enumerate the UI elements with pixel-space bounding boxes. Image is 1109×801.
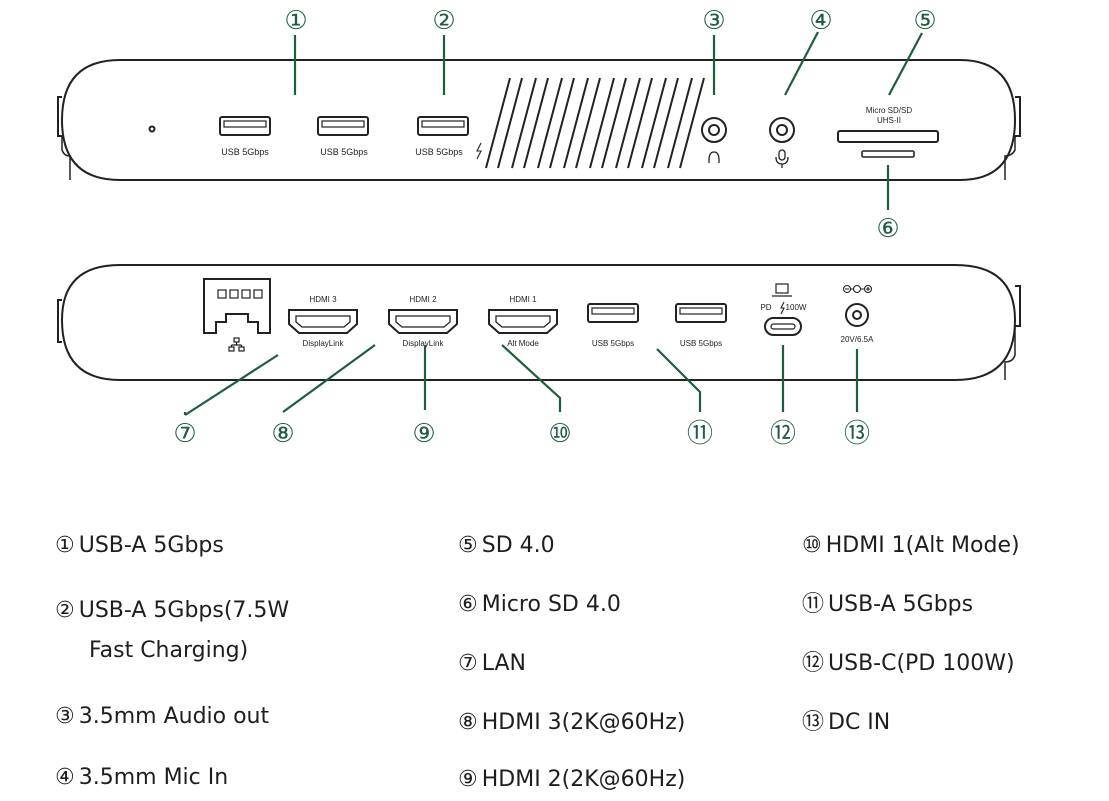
usb-port-1-label: USB 5Gbps — [221, 147, 269, 157]
hdmi2-bottom-label: DisplayLink — [403, 339, 445, 348]
headphone-icon — [708, 151, 720, 163]
hdmi1-top-label: HDMI 1 — [509, 295, 537, 304]
usb-a-port-4 — [587, 303, 639, 323]
dc-polarity-icon — [842, 284, 873, 294]
callout-11: ⑪ — [687, 419, 713, 449]
pd-lightning-icon — [780, 301, 785, 315]
legend-num: ⑧ — [458, 710, 478, 735]
lightning-icon — [476, 142, 482, 160]
legend-text: Micro SD 4.0 — [481, 592, 621, 617]
legend-num: ⑫ — [802, 651, 825, 676]
sd-label-line2: UHS-II — [877, 116, 901, 125]
legend-text: DC IN — [828, 710, 891, 735]
callout-7: ⑦ — [173, 419, 196, 449]
callout-13: ⑬ — [844, 419, 870, 449]
usb-port-2-label: USB 5Gbps — [320, 147, 368, 157]
micro-sd-slot — [861, 150, 915, 158]
legend-num: ⑦ — [458, 651, 478, 676]
legend-text: 3.5mm Audio out — [78, 704, 270, 729]
legend-text: LAN — [481, 651, 527, 676]
legend-text: USB-A 5Gbps — [828, 592, 974, 617]
front-panel — [57, 59, 1021, 181]
sd-card-slot — [837, 130, 939, 143]
usb-a-port-3 — [417, 116, 469, 136]
legend-num: ③ — [55, 704, 75, 729]
legend-text: USB-C(PD 100W) — [828, 651, 1015, 676]
legend-num: ⑪ — [802, 592, 825, 617]
usb-port-3-label: USB 5Gbps — [415, 147, 463, 157]
port-diagram: USB 5Gbps USB 5Gbps USB 5Gbps Micro SD/S… — [57, 6, 1021, 449]
audio-out-jack — [701, 117, 727, 143]
hdmi-3-port — [288, 309, 358, 334]
callout-10: ⑩ — [548, 419, 571, 449]
legend-num: ② — [55, 598, 75, 623]
usb-a-port-1 — [219, 116, 271, 136]
hdmi3-bottom-label: DisplayLink — [303, 339, 345, 348]
legend-num: ④ — [55, 765, 75, 790]
ethernet-port — [203, 278, 271, 334]
laptop-icon — [772, 283, 792, 297]
legend-text: HDMI 3(2K@60Hz) — [481, 710, 686, 735]
usb-c-port — [764, 317, 802, 336]
indicator-led — [148, 125, 156, 133]
callout-2: ② — [432, 6, 455, 36]
callout-5: ⑤ — [913, 6, 936, 36]
legend-text: HDMI 2(2K@60Hz) — [481, 767, 686, 792]
pd-watts-label: 100W — [786, 303, 807, 312]
callout-3: ③ — [702, 6, 725, 36]
mic-icon — [775, 149, 789, 168]
legend-num: ⑨ — [458, 767, 478, 792]
leader-lines — [183, 31, 923, 416]
legend-num: ⑥ — [458, 592, 478, 617]
callout-8: ⑧ — [271, 419, 294, 449]
back-panel — [57, 264, 1021, 381]
usb-port-4-label: USB 5Gbps — [592, 339, 634, 348]
legend-text: USB-A 5Gbps — [78, 533, 224, 558]
hdmi-2-port — [388, 309, 458, 334]
dc-label: 20V/6.5A — [841, 335, 875, 344]
legend-num: ⑩ — [802, 533, 822, 558]
hdmi2-top-label: HDMI 2 — [409, 295, 437, 304]
hdmi1-bottom-label: Alt Mode — [507, 339, 539, 348]
callout-4: ④ — [809, 6, 832, 36]
legend-num: ① — [55, 533, 75, 558]
dc-in-jack — [845, 303, 869, 327]
usb-port-5-label: USB 5Gbps — [680, 339, 722, 348]
callout-9: ⑨ — [412, 419, 435, 449]
hdmi-1-port — [488, 309, 558, 334]
legend-text: SD 4.0 — [481, 533, 555, 558]
hdmi3-top-label: HDMI 3 — [309, 295, 337, 304]
usb-a-port-2 — [317, 116, 369, 136]
vent-slots — [485, 77, 705, 169]
legend-text: 3.5mm Mic In — [78, 765, 229, 790]
callout-1: ① — [284, 6, 307, 36]
network-icon — [228, 337, 245, 352]
legend-text: HDMI 1(Alt Mode) — [825, 533, 1020, 558]
pd-label: PD — [760, 303, 771, 312]
sd-label-line1: Micro SD/SD — [866, 106, 912, 115]
usb-a-port-5 — [675, 303, 727, 323]
legend-num: ⑤ — [458, 533, 478, 558]
legend-text-cont: Fast Charging) — [89, 638, 249, 663]
legend-text: USB-A 5Gbps(7.5W — [78, 598, 290, 623]
legend-num: ⑬ — [802, 710, 825, 735]
callout-12: ⑫ — [770, 419, 796, 449]
callout-6: ⑥ — [876, 214, 899, 244]
mic-in-jack — [769, 117, 795, 143]
